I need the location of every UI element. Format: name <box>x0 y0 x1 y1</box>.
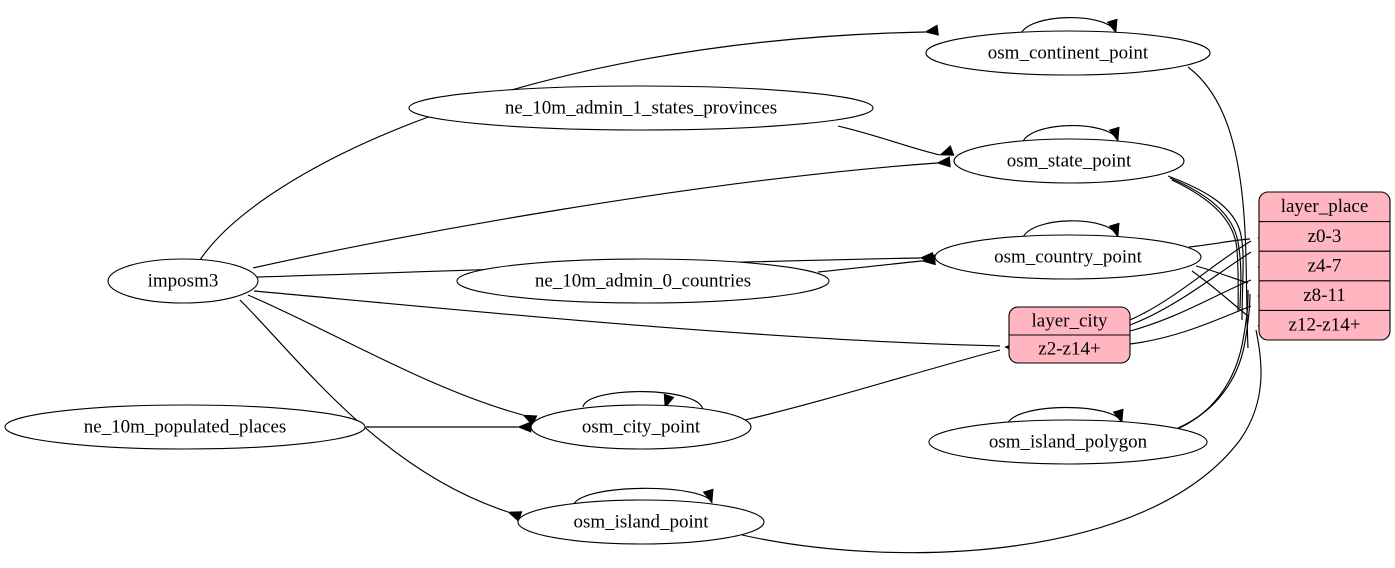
record-background <box>1258 191 1391 341</box>
node-shape <box>4 404 366 450</box>
node-shape <box>530 404 752 450</box>
edge-osm_country_point-to-layer_place <box>1191 270 1249 317</box>
node-ne_10m_admin_1_states_provinces[interactable]: ne_10m_admin_1_states_provinces <box>408 85 874 131</box>
edge-osm_island_polygon-to-osm_island_polygon <box>1006 406 1123 426</box>
node-ne_10m_admin_0_countries[interactable]: ne_10m_admin_0_countries <box>456 258 830 304</box>
edge-osm_country_point-to-layer_place <box>1188 238 1251 248</box>
node-shape <box>517 499 765 545</box>
edge-osm_country_point-to-layer_place <box>1195 265 1249 284</box>
node-osm_country_point[interactable]: osm_country_point <box>934 234 1202 280</box>
edge-osm_city_point-to-osm_city_point <box>582 391 704 411</box>
node-shape <box>107 258 259 304</box>
node-shape <box>928 419 1208 465</box>
edge-layer_city-to-layer_place <box>1129 305 1252 345</box>
node-osm_island_point[interactable]: osm_island_point <box>517 499 765 545</box>
node-shape <box>934 234 1202 280</box>
edge-imposm3-to-osm_state_point <box>252 162 938 269</box>
edge-osm_island_polygon-to-layer_place <box>1177 293 1251 429</box>
edge-imposm3-to-osm_island_point <box>239 299 509 513</box>
edge-osm_state_point-to-layer_place <box>1169 177 1242 309</box>
edge-layer_city-to-layer_place <box>1129 240 1252 321</box>
node-osm_island_polygon[interactable]: osm_island_polygon <box>928 419 1208 465</box>
arrowhead-icon <box>1106 18 1118 34</box>
nodes-layer: imposm3 ne_10m_admin_1_states_provincesne… <box>4 30 1211 545</box>
arrowhead-icon <box>702 488 714 504</box>
edge-imposm3-to-osm_city_point <box>247 294 524 416</box>
edges-layer <box>199 17 1262 554</box>
arrowhead-icon <box>924 24 939 36</box>
arrowhead-icon <box>1112 408 1124 424</box>
arrowhead-icon <box>921 253 936 266</box>
node-shape <box>456 258 830 304</box>
edge-layer_city-to-layer_place <box>1129 251 1252 326</box>
edge-osm_state_point-to-layer_place <box>1167 175 1244 321</box>
edge-osm_continent_point-to-layer_place <box>1187 66 1249 349</box>
node-osm_continent_point[interactable]: osm_continent_point <box>925 30 1211 76</box>
edge-osm_city_point-to-layer_city <box>744 349 1001 421</box>
node-shape <box>925 30 1211 76</box>
node-imposm3[interactable]: imposm3 <box>107 258 259 304</box>
node-ne_10m_populated_places[interactable]: ne_10m_populated_places <box>4 404 366 450</box>
node-osm_state_point[interactable]: osm_state_point <box>953 138 1185 184</box>
node-shape <box>953 138 1185 184</box>
edge-imposm3-to-layer_city <box>253 290 1001 347</box>
edge-osm_island_point-to-osm_island_point <box>572 487 713 507</box>
edge-imposm3-to-osm_continent_point <box>199 31 926 261</box>
node-osm_city_point[interactable]: osm_city_point <box>530 404 752 450</box>
arrowhead-icon <box>939 145 955 156</box>
arrowhead-icon <box>1108 126 1120 142</box>
arrowhead-icon <box>517 421 532 433</box>
node-shape <box>408 85 874 131</box>
arrowhead-icon <box>936 156 951 168</box>
arrowhead-icon <box>1108 222 1120 238</box>
arrowhead-icon <box>663 393 675 409</box>
edge-ne_10m_admin_1_states_provinces-to-osm_state_point <box>837 125 941 156</box>
edge-osm_state_point-to-layer_place <box>1171 179 1239 313</box>
edge-layer_city-to-layer_place <box>1129 279 1252 332</box>
edge-ne_10m_admin_0_countries-to-osm_country_point <box>817 260 923 273</box>
edge-osm_island_point-to-layer_place <box>741 329 1262 554</box>
